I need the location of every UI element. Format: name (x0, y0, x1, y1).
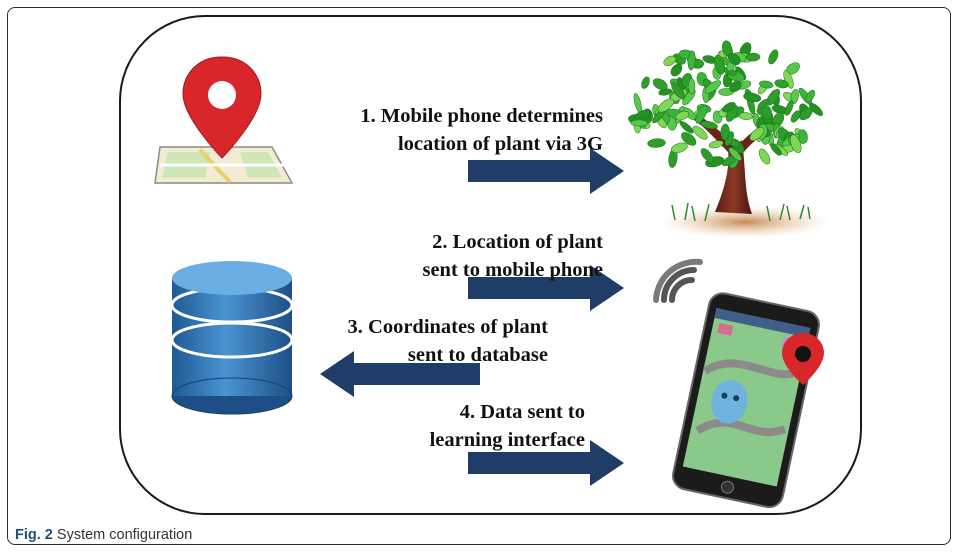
map-pin-icon (154, 56, 294, 184)
tree-leaf (687, 50, 696, 71)
tree-leaf (634, 109, 651, 122)
tree-leaf (720, 123, 730, 141)
tree-leaf (679, 121, 694, 134)
step-1-label-line-2: location of plant via 3G (398, 133, 603, 155)
tree-leaf (641, 76, 650, 89)
tree-leaf (727, 52, 741, 66)
tree-leaf (784, 100, 794, 116)
tree-leaf (789, 134, 802, 153)
wifi-signal-icon (653, 258, 703, 303)
step-4-label-line-2: learning interface (430, 429, 585, 451)
tree-leaf (647, 138, 666, 148)
tree-leaf (714, 54, 725, 75)
tree-leaf (759, 80, 774, 89)
tree-leaf (670, 63, 683, 77)
tree-leaf (758, 148, 771, 165)
tree-leaf (700, 120, 718, 129)
tree-leaf (671, 142, 688, 153)
figure-caption: Fig. 2 System configuration (15, 527, 192, 543)
tree-leaf (663, 55, 676, 67)
tree-foliage (628, 40, 823, 169)
tree-leaf (738, 112, 753, 120)
tree-leaf (657, 98, 674, 113)
database-icon (170, 261, 294, 415)
step-3-arrow-left (320, 351, 480, 397)
tree-leaf (774, 79, 789, 89)
step-2-label-line-2: sent to mobile phone (422, 259, 603, 281)
arrows-group (320, 148, 624, 486)
diagram-container (119, 15, 862, 515)
tree-leaf (809, 102, 823, 116)
tree-leaf (805, 89, 816, 103)
tree-leaf (708, 140, 724, 149)
tree-leaf (745, 52, 761, 62)
step-1-arrow-right (468, 148, 624, 194)
tree-leaf (766, 89, 781, 106)
tree-leaf (675, 110, 690, 121)
tree-leaf (688, 78, 696, 95)
tree-leaf (681, 132, 697, 146)
step-4-label-line-1: 4. Data sent to (460, 401, 585, 423)
smartphone-icon (672, 292, 824, 509)
tree-leaf (652, 78, 668, 91)
tree-leaf (704, 80, 722, 94)
tree-leaf (743, 92, 762, 103)
tree-leaf (671, 82, 685, 99)
step-2-arrow-right (468, 265, 624, 311)
step-3-label-line-1: 3. Coordinates of plant (348, 316, 549, 338)
figure-frame (7, 7, 951, 545)
tree-leaf (695, 104, 708, 124)
tree-leaf (633, 93, 642, 113)
tree-leaf (749, 127, 765, 141)
step-2-label-line-1: 2. Location of plant (432, 231, 603, 253)
tree-leaf (728, 147, 742, 161)
tree-leaf (790, 110, 801, 123)
tree-leaf (768, 49, 779, 65)
tree-leaf (761, 105, 773, 120)
tree-leaf (729, 80, 742, 93)
tree-leaf (692, 125, 708, 140)
tree-leaf (770, 143, 782, 156)
step-1-label-line-1: 1. Mobile phone determines (360, 105, 603, 127)
caption-label: Fig. 2 (15, 527, 53, 543)
caption-text: System configuration (56, 527, 193, 543)
tree-leaf (630, 119, 649, 127)
step-3-label-line-2: sent to database (408, 344, 548, 366)
step-4-arrow-right (468, 440, 624, 486)
tree-icon (628, 40, 830, 238)
tree-leaf (722, 102, 736, 113)
tree-leaf (700, 148, 714, 163)
